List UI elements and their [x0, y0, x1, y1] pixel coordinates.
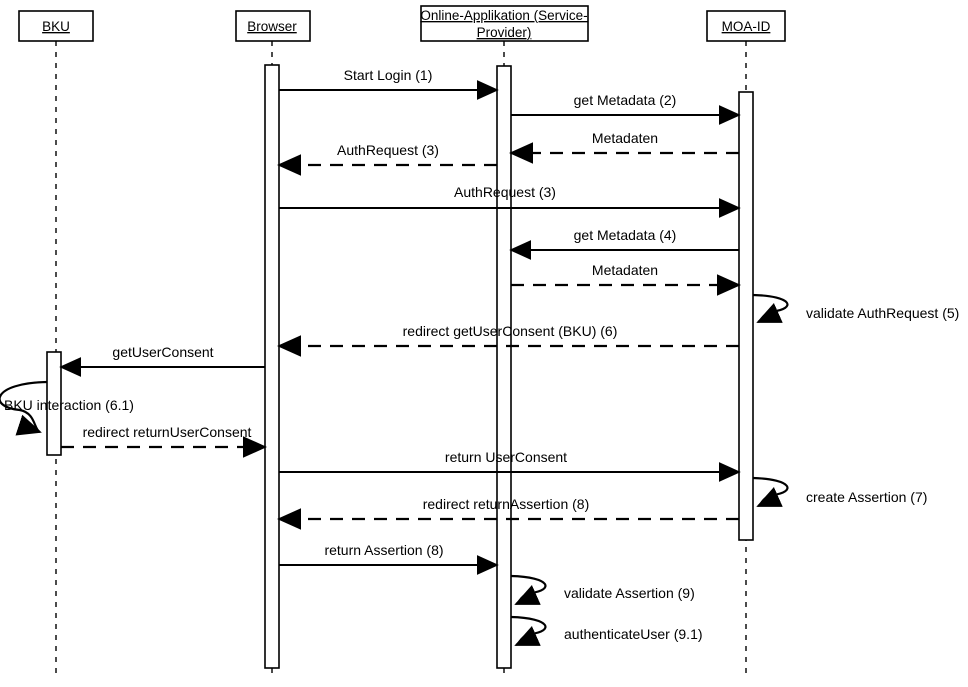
msg-authrequest-3-to-browser-label: AuthRequest (3) — [337, 142, 439, 158]
activations-layer — [46, 64, 754, 669]
lifeline-header-browser[interactable] — [235, 10, 311, 42]
msg-redirect-returnuserconsent-label: redirect returnUserConsent — [83, 424, 252, 440]
msg-metadaten-1-label: Metadaten — [592, 130, 658, 146]
msg-get-metadata-2-label: get Metadata (2) — [574, 92, 677, 108]
self-authenticateuser-91-arrow[interactable] — [510, 615, 547, 647]
self-validate-assertion-9-arrow[interactable] — [510, 574, 547, 606]
msg-get-metadata-4-label: get Metadata (4) — [574, 227, 677, 243]
msg-redirect-getuserconsent-6-label: redirect getUserConsent (BKU) (6) — [403, 323, 618, 339]
self-authenticateuser-91-label: authenticateUser (9.1) — [564, 626, 703, 642]
lifeline-header-label-sp: Provider) — [477, 25, 532, 40]
msg-redirect-returnassertion-8-label: redirect returnAssertion (8) — [423, 496, 590, 512]
activation-box-browser[interactable] — [264, 64, 280, 669]
lifeline-header-label-bku: BKU — [42, 19, 70, 34]
msg-getuserconsent-label: getUserConsent — [112, 344, 213, 360]
msg-return-userconsent-label: return UserConsent — [445, 449, 567, 465]
msg-metadaten-2-label: Metadaten — [592, 262, 658, 278]
self-calls-layer: validate AuthRequest (5) BKU interaction … — [0, 293, 959, 647]
self-validate-assertion-9-label: validate Assertion (9) — [564, 585, 695, 601]
lifeline-header-label-moaid: MOA-ID — [722, 19, 771, 34]
lifeline-header-label-browser: Browser — [247, 19, 297, 34]
msg-return-assertion-8-label: return Assertion (8) — [324, 542, 443, 558]
activation-box-bku[interactable] — [46, 351, 62, 456]
activation-box-sp[interactable] — [496, 65, 512, 669]
messages-layer: Start Login (1) get Metadata (2) Metadaten… — [59, 67, 742, 575]
self-validate-authrequest-5-label: validate AuthRequest (5) — [806, 305, 959, 321]
lifeline-header-label-sp: Online-Applikation (Service- — [420, 8, 587, 23]
self-bku-interaction-61-label: BKU interaction (6.1) — [4, 397, 134, 413]
lifeline-header-moaid[interactable] — [706, 10, 786, 42]
lifeline-header-bku[interactable] — [18, 10, 94, 42]
msg-start-login-label: Start Login (1) — [344, 67, 433, 83]
self-validate-authrequest-5-arrow[interactable] — [752, 293, 789, 324]
lifelines-layer: BKU Browser Online-Applikation (Service- Pr… — [18, 5, 786, 674]
msg-authrequest-3-to-moaid-label: AuthRequest (3) — [454, 184, 556, 200]
lifeline-header-sp[interactable] — [420, 5, 589, 42]
self-bku-interaction-61-arrow[interactable] — [0, 380, 48, 436]
self-create-assertion-7-label: create Assertion (7) — [806, 489, 927, 505]
activation-box-moaid[interactable] — [738, 91, 754, 541]
self-create-assertion-7-arrow[interactable] — [752, 476, 789, 508]
